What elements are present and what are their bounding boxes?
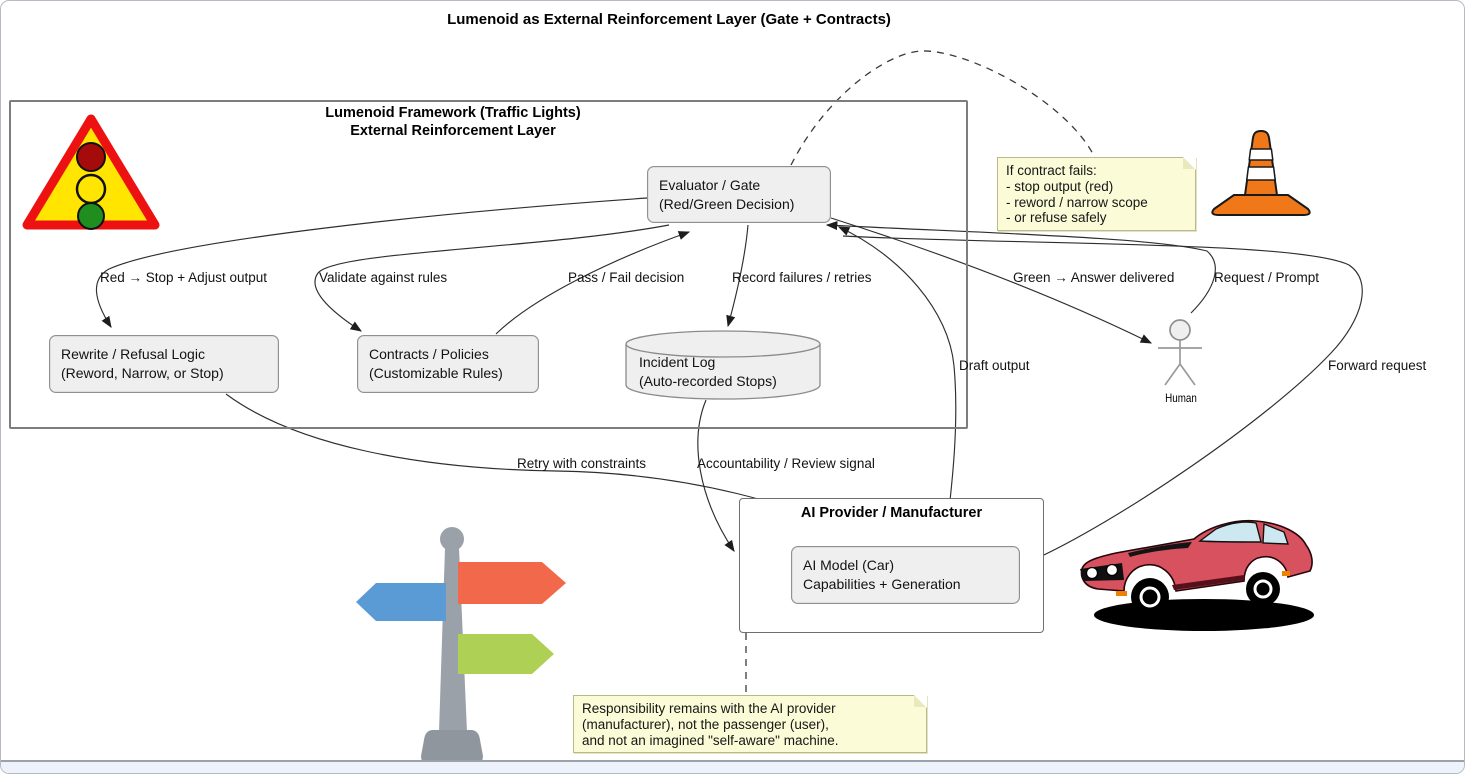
ai-provider-title: AI Provider / Manufacturer (800, 505, 983, 521)
note-connectors (745, 50, 1094, 693)
contracts-label-line1: Contracts / Policies (369, 346, 489, 362)
edge-label-draft-output: Draft output (959, 358, 1030, 373)
muscle-car-image (1080, 519, 1314, 631)
note-fold-icon (914, 695, 927, 708)
note-responsibility: Responsibility remains with the AI provi… (573, 695, 927, 754)
edge-record-failures-line (726, 224, 749, 328)
framework-title: Lumenoid Framework (Traffic Lights) Exte… (293, 104, 613, 140)
edge-red-stop-line (95, 197, 648, 328)
edge-accountability-line (697, 399, 735, 552)
node-contracts-policies[interactable]: Contracts / Policies (Customizable Rules… (357, 335, 539, 393)
edge-label-record-failures: Record failures / retries (732, 270, 872, 285)
responsibility-line1: Responsibility remains with the AI provi… (582, 701, 836, 716)
node-ai-model[interactable]: AI Model (Car) Capabilities + Generation (791, 546, 1020, 604)
node-incident-log[interactable]: Incident Log (Auto-recorded Stops) (639, 353, 777, 391)
note-fold-icon (1183, 157, 1196, 170)
edge-green-answer-line (830, 217, 1153, 344)
traffic-cone-icon (1211, 130, 1311, 216)
edge-label-retry-constraints: Retry with constraints (517, 456, 647, 471)
window-bottom-edge (1, 760, 1464, 773)
edge-label-request-prompt: Request / Prompt (1214, 270, 1320, 285)
signpost-icon (356, 527, 566, 764)
edge-validate-line (314, 224, 670, 332)
ai-model-label-line1: AI Model (Car) (803, 557, 895, 573)
edge-label-red-stop: Red → Stop + Adjust output (100, 270, 267, 285)
diagram-title: Lumenoid as External Reinforcement Layer… (447, 11, 891, 28)
lumenoid-framework-container (9, 100, 968, 429)
human-actor-label: Human (1165, 391, 1197, 405)
contracts-label-line2: (Customizable Rules) (369, 365, 503, 381)
responsibility-line2: (manufacturer), not the passenger (user)… (582, 716, 829, 732)
framework-title-line2: External Reinforcement Layer (350, 123, 556, 139)
evaluator-note-dashed-link (790, 50, 1094, 166)
node-evaluator-gate[interactable]: Evaluator / Gate (Red/Green Decision) (647, 166, 831, 223)
edge-request-prompt-line (825, 220, 1216, 314)
framework-title-line1: Lumenoid Framework (Traffic Lights) (325, 105, 581, 121)
edge-draft-output-line (837, 226, 957, 545)
rewrite-label-line2: (Reword, Narrow, or Stop) (61, 365, 224, 381)
edge-label-green-answer: Green → Answer delivered (1013, 270, 1175, 285)
edge-label-validate: Validate against rules (319, 270, 448, 285)
edge-label-forward-request: Forward request (1328, 358, 1427, 373)
human-actor-figure (1158, 319, 1202, 386)
traffic-light-sign-icon (22, 114, 160, 230)
edge-label-accountability: Accountability / Review signal (697, 456, 875, 471)
incident-log-label-line2: (Auto-recorded Stops) (639, 373, 777, 389)
responsibility-line3: and not an imagined "self-aware" machine… (582, 732, 839, 748)
incident-log-cylinder (625, 330, 821, 400)
contract-fails-line4: - or refuse safely (1006, 210, 1107, 226)
edge-label-pass-fail: Pass / Fail decision (568, 270, 685, 285)
node-rewrite-refusal-logic[interactable]: Rewrite / Refusal Logic (Reword, Narrow,… (49, 335, 279, 393)
edge-forward-request-line (842, 235, 1363, 562)
note-contract-fails: If contract fails: - stop output (red) -… (997, 157, 1196, 232)
rewrite-label-line1: Rewrite / Refusal Logic (61, 346, 205, 362)
contract-fails-line1: If contract fails: (1006, 163, 1097, 178)
contract-fails-line2: - stop output (red) (1006, 178, 1114, 194)
contract-fails-line3: - reword / narrow scope (1006, 194, 1148, 210)
ai-model-label-line2: Capabilities + Generation (803, 576, 961, 592)
edge-pass-fail-line (495, 231, 691, 335)
evaluator-label-line1: Evaluator / Gate (659, 176, 761, 193)
incident-log-label-line1: Incident Log (639, 354, 716, 370)
evaluator-label-line2: (Red/Green Decision) (659, 195, 795, 212)
